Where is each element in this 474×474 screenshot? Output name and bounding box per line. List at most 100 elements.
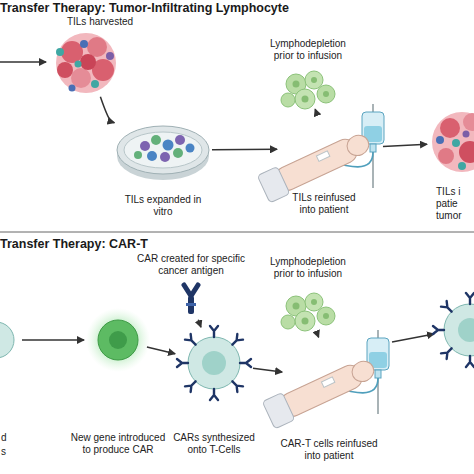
arm-infusion: [257, 127, 374, 203]
step-caption: TILs expanded in vitro: [124, 194, 202, 218]
arm-infusion: [257, 104, 384, 203]
engineered-cell: [86, 308, 150, 372]
car-t-cell: [210, 326, 218, 337]
petri-dish: [151, 135, 161, 145]
step-caption: CAR created for specific cancer antigen: [132, 253, 250, 277]
car-t-cell-partial: [441, 346, 454, 359]
petri-dish: [186, 144, 195, 153]
tumor-illustration: [463, 113, 474, 131]
flow-arrow: [198, 320, 201, 327]
car-t-cell: [177, 359, 188, 367]
tumor-illustration: [440, 118, 460, 138]
tumor-illustration: [91, 80, 99, 88]
tumor-illustration: [459, 141, 474, 163]
lymphocyte-cluster: [295, 89, 315, 109]
flow-arrow: [147, 347, 175, 354]
flow-arrow: [317, 333, 319, 337]
car-t-cell-partial: [466, 356, 474, 367]
arm-infusion: [344, 132, 372, 159]
arm-infusion: [262, 330, 389, 429]
tumor-illustration: [432, 112, 474, 172]
petri-dish: [147, 151, 157, 161]
lymphocyte-cluster: [305, 71, 323, 89]
step-caption: TILs i patie tumor: [436, 186, 468, 222]
tumor-illustration: [61, 41, 83, 63]
car-t-cell: [202, 351, 226, 375]
lymphocyte-cluster: [281, 293, 335, 331]
arm-infusion: [316, 151, 329, 162]
petri-dish: [134, 151, 142, 159]
tumor-illustration: [452, 139, 460, 147]
flow-arrow: [100, 97, 114, 123]
petri-dish: [124, 132, 202, 168]
lymphocyte-cluster: [293, 81, 300, 88]
car-t-cell: [210, 389, 218, 400]
tumor-illustration: [106, 52, 114, 60]
section-heading: Transfer Therapy: CAR-T: [0, 237, 148, 252]
cropped-text: s: [1, 446, 6, 458]
tumor-illustration: [75, 61, 82, 68]
process-step: New gene introduced to produce CAR: [92, 314, 144, 366]
cropped-text: d: [1, 432, 7, 444]
flow-arrow: [315, 109, 316, 113]
lymphocyte-cluster: [281, 71, 335, 109]
petri-dish: [173, 148, 183, 158]
car-receptor: [184, 285, 198, 296]
tumor-illustration: [80, 54, 96, 70]
car-t-cell: [185, 334, 198, 347]
arm-infusion: [257, 166, 290, 202]
lymphocyte-cluster: [302, 96, 309, 103]
petri-dish: [117, 126, 209, 174]
process-step: CAR-T cells reinfused into patient: [285, 340, 385, 418]
car-t-cell-partial: [433, 293, 474, 367]
process-step: TILs expanded in vitro: [117, 122, 209, 178]
car-t-cell: [230, 379, 243, 392]
car-t-cell: [240, 359, 251, 367]
lymphocyte-cluster: [311, 77, 317, 83]
car-t-cell-partial: [433, 326, 444, 334]
tumor-illustration: [436, 136, 444, 144]
car-t-cell-partial: [441, 301, 454, 314]
tumor-illustration: [438, 148, 454, 164]
step-caption: TILs harvested: [55, 16, 145, 28]
lymphocyte-cluster: [323, 91, 329, 97]
petri-dish: [163, 140, 174, 151]
step-caption: New gene introduced to produce CAR: [66, 432, 170, 456]
tumor-illustration: [80, 40, 88, 48]
arm-infusion: [370, 144, 376, 152]
tumor-illustration: [458, 162, 466, 170]
car-receptor: [186, 303, 196, 306]
tumor-illustration: [57, 62, 73, 78]
step-caption: TILs reinfused into patient: [285, 192, 363, 216]
flow-arrow: [383, 144, 427, 146]
tumor-illustration: [56, 33, 116, 93]
petri-dish: [160, 152, 170, 162]
car-receptor: [184, 285, 198, 314]
step-caption: Lymphodepletion prior to infusion: [264, 256, 352, 280]
section-divider: [0, 232, 474, 233]
car-t-cell-partial: [466, 293, 474, 304]
lymphocyte-cluster: [281, 93, 295, 107]
step-caption: CARs synthesized onto T-Cells: [168, 432, 260, 456]
petri-dish: [175, 135, 185, 145]
t-cell-partial: [0, 322, 14, 358]
tumor-illustration: [432, 112, 474, 172]
process-step: Lymphodepletion prior to infusion: [278, 290, 338, 330]
flow-arrow: [212, 149, 277, 151]
process-step: TILs i patie tumor: [430, 108, 474, 178]
tumor-illustration: [56, 33, 116, 93]
engineered-cell: [86, 308, 150, 372]
process-step: CAR created for specific cancer antigen: [178, 283, 204, 317]
petri-dish: [117, 126, 209, 180]
car-t-cell-partial: [458, 318, 474, 342]
step-caption: CAR-T cells reinfused into patient: [275, 438, 383, 462]
outgoing-arrow: [392, 334, 434, 342]
car-t-cell-partial: [444, 304, 474, 356]
tumor-illustration: [56, 48, 64, 56]
lymphocyte-cluster: [317, 85, 335, 103]
tumor-illustration: [69, 85, 76, 92]
process-step: CARs synthesized onto T-Cells: [178, 330, 250, 396]
flow-arrow: [253, 368, 282, 372]
process-step: TILs harvested: [50, 32, 122, 94]
